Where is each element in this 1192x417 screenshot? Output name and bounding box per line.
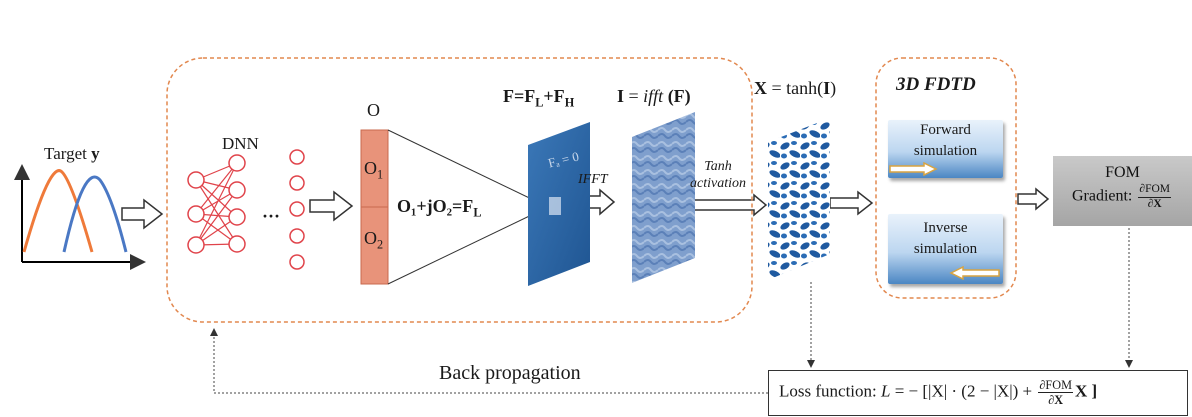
fom-title: FOM <box>1105 164 1140 181</box>
target-curve-orange <box>22 169 94 253</box>
dnn-neurons <box>187 149 305 270</box>
projection-line-bottom <box>387 207 547 285</box>
fdtd-title: 3D FDTD <box>896 74 976 95</box>
i-equation: I = ifft (F) <box>617 86 691 106</box>
forward-simulation-line1: Forward <box>920 122 971 138</box>
arrow-target-to-dnn <box>121 198 164 230</box>
x-equation: X = tanh(I) <box>754 78 837 98</box>
output-top-label: O <box>367 100 380 120</box>
ifft-arrow-label: IFFT <box>578 172 608 187</box>
arrow-to-fdtd <box>829 190 874 216</box>
dnn-ellipsis: ··· <box>262 206 281 226</box>
ifft-panel <box>632 112 695 283</box>
f-equation: F=FL+FH <box>503 86 575 110</box>
forward-arrow-icon <box>889 162 938 176</box>
dnn-dashed-box <box>166 57 753 323</box>
output-o1-label: O1 <box>364 158 384 182</box>
fom-gradient: Gradient: ∂FOM∂X <box>1071 183 1172 210</box>
arrow-dnn-to-output <box>309 190 354 222</box>
arrow-fdtd-to-fom <box>1017 187 1050 211</box>
forward-simulation-line2: simulation <box>913 143 978 159</box>
binary-pattern-panel <box>768 118 830 280</box>
fdtd-dashed-box <box>875 57 1017 299</box>
inverse-simulation-button[interactable]: Inverse simulation <box>888 214 1003 284</box>
target-label: Target y <box>44 144 100 163</box>
inverse-simulation-line1: Inverse <box>923 220 968 236</box>
forward-simulation-button[interactable]: Forward simulation <box>888 120 1003 178</box>
frequency-panel-center <box>549 197 561 215</box>
target-plot <box>14 164 146 270</box>
back-propagation-label: Back propagation <box>439 362 581 384</box>
target-curve-blue <box>62 175 128 253</box>
inverse-arrow-icon <box>949 266 1000 280</box>
output-o2-label: O2 <box>364 228 384 252</box>
inverse-simulation-line2: simulation <box>913 241 978 257</box>
projection-line-top <box>387 129 547 207</box>
back-propagation-line <box>210 328 768 394</box>
dnn-label: DNN <box>222 134 259 153</box>
loss-function-box: Loss function: L = − [|X| · (2 − |X|) + … <box>768 370 1188 416</box>
combine-equation: O₁+jO₂=FL <box>397 196 482 220</box>
fom-box: FOM Gradient: ∂FOM∂X <box>1053 156 1192 226</box>
